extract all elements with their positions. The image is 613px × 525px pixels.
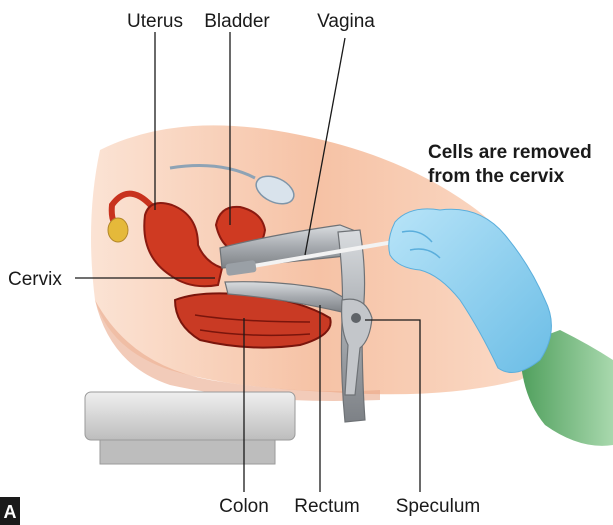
- speculum-screw: [351, 313, 361, 323]
- label-cervix: Cervix: [8, 269, 62, 290]
- label-vagina: Vagina: [317, 11, 375, 32]
- label-uterus: Uterus: [127, 11, 183, 32]
- exam-table-top: [85, 392, 295, 440]
- label-bladder: Bladder: [204, 11, 270, 32]
- label-speculum: Speculum: [396, 496, 481, 517]
- callout-line-2: from the cervix: [428, 166, 565, 187]
- label-rectum: Rectum: [294, 496, 359, 517]
- label-colon: Colon: [219, 496, 269, 517]
- callout-line-1: Cells are removed: [428, 142, 592, 163]
- panel-letter: A: [4, 502, 17, 522]
- ovary: [108, 218, 128, 242]
- exam-table-base: [100, 440, 275, 464]
